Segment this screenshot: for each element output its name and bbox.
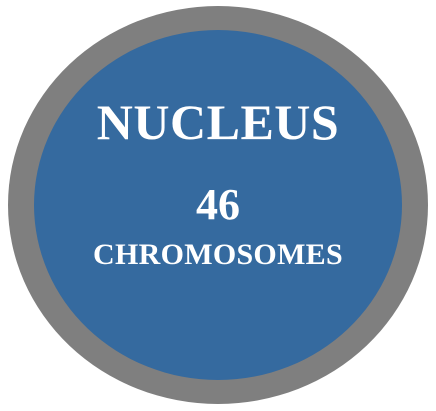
chromosome-count: 46 [196,180,240,229]
chromosomes-label: CHROMOSOMES [93,238,343,271]
nucleus-label: NUCLEUS [96,94,340,150]
nucleus-circle [34,30,402,380]
